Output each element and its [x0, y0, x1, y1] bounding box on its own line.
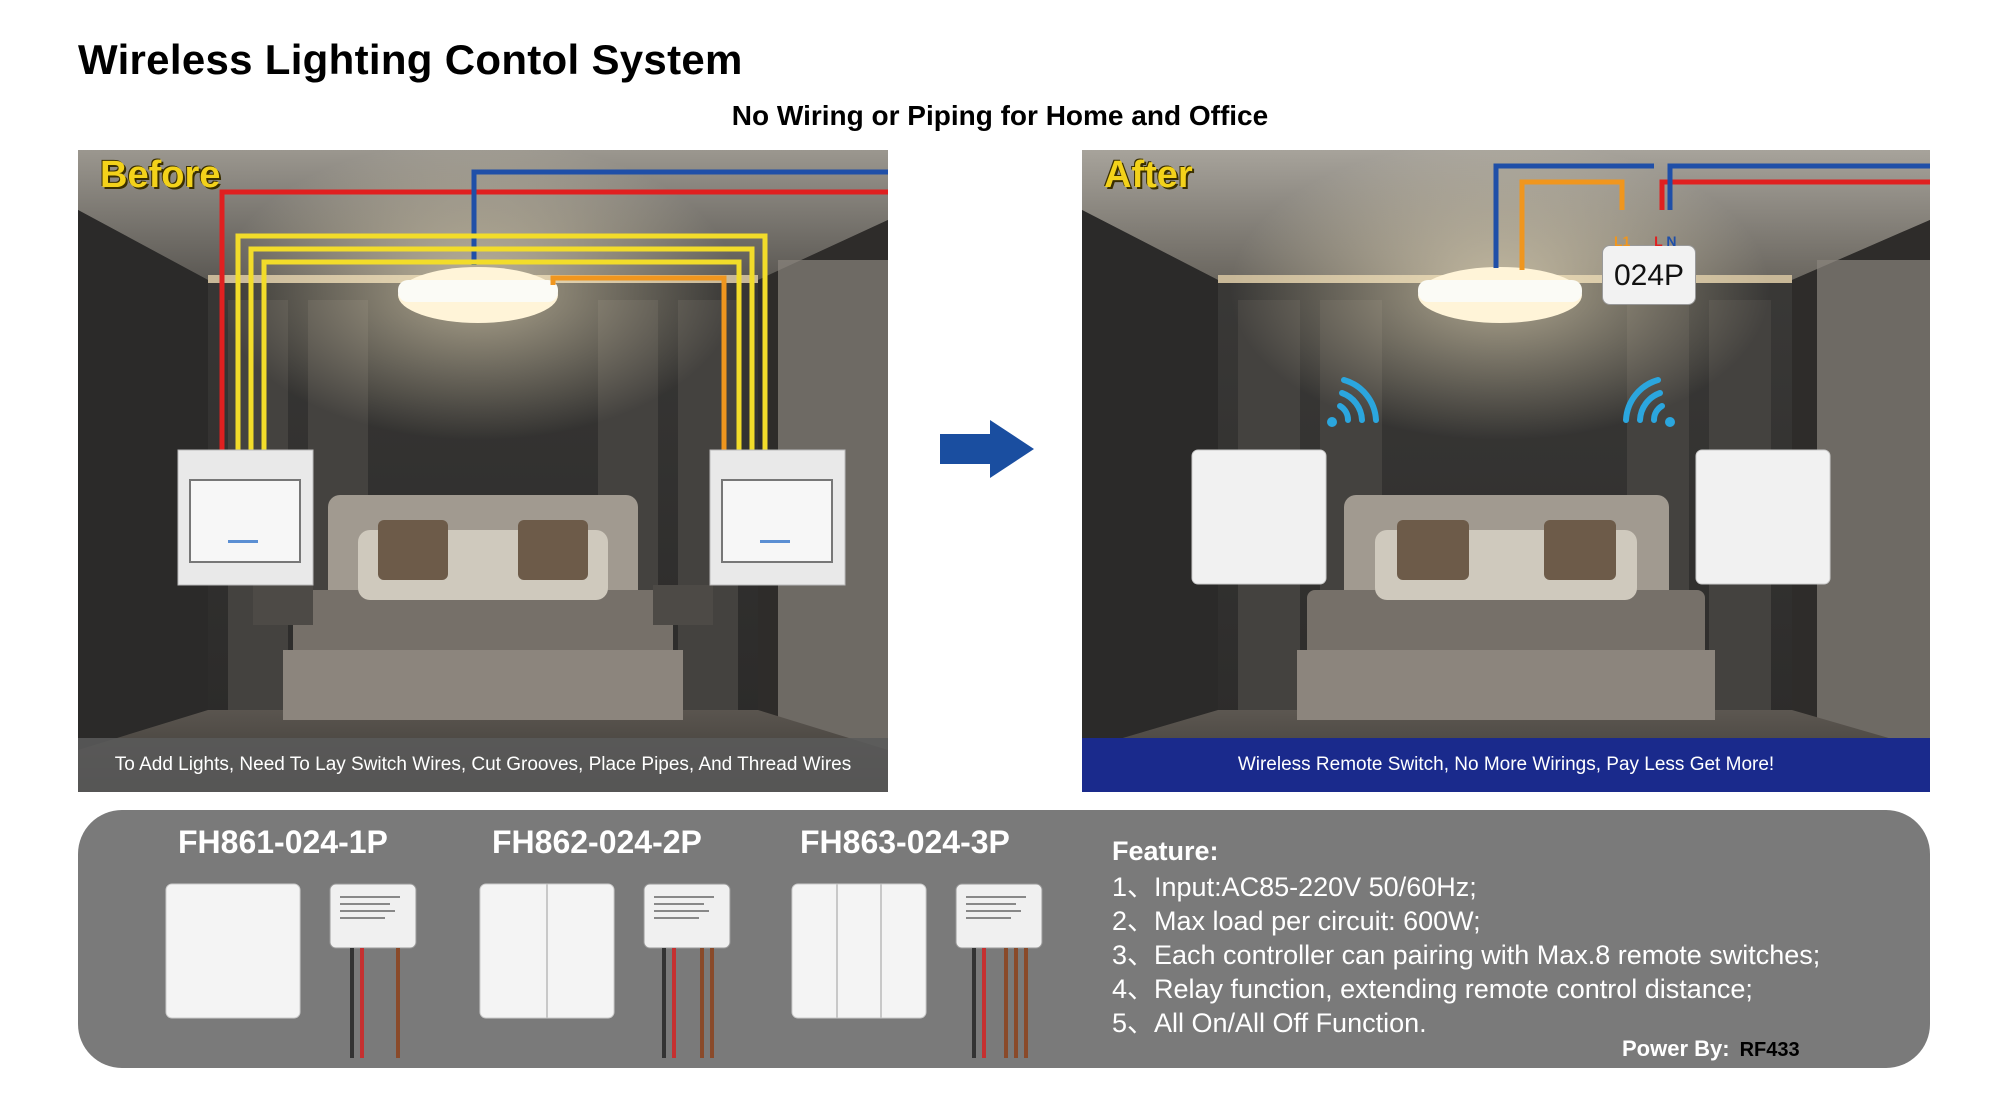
before-panel: Before To Add Lights, Need To Lay Switch… [78, 150, 888, 792]
blue-wire [1493, 163, 1654, 268]
feature-item: 1、Input:AC85-220V 50/60Hz; [1112, 872, 1477, 902]
before-caption: To Add Lights, Need To Lay Switch Wires,… [78, 738, 888, 792]
controller-module-label: 024P [1602, 245, 1696, 305]
yellow-wire [235, 233, 768, 450]
feature-item: 3、Each controller can pairing with Max.8… [1112, 940, 1821, 970]
model-name-1p: FH861-024-1P [178, 824, 388, 860]
yellow-wire [261, 259, 742, 450]
terminal-l1: L1 [1614, 233, 1631, 249]
power-by: Power By: RF433 [1622, 1036, 1800, 1062]
feature-item: 2、Max load per circuit: 600W; [1112, 906, 1481, 936]
yellow-wire [248, 246, 755, 450]
orange-wire [1519, 179, 1625, 270]
power-by-label: Power By: [1622, 1036, 1730, 1061]
wall-switch-left [177, 449, 314, 586]
before-room-image [78, 150, 888, 792]
feature-item: 4、Relay function, extending remote contr… [1112, 974, 1753, 1004]
terminal-l: L [1654, 233, 1663, 249]
blue-wire [1667, 163, 1930, 210]
product-2p-image [479, 883, 731, 1058]
features-title: Feature: [1112, 836, 1219, 866]
terminal-n: N [1666, 233, 1677, 249]
page-subtitle: No Wiring or Piping for Home and Office [731, 100, 1269, 131]
controller-terminals: L1 L N [1614, 233, 1676, 249]
red-wire [219, 189, 888, 450]
model-name-3p: FH863-024-3P [800, 824, 1010, 860]
page-title: Wireless Lighting Contol System [78, 36, 743, 83]
wall-switch-right [709, 449, 846, 586]
after-label: After [1104, 154, 1193, 196]
wifi-icon [1327, 377, 1379, 427]
power-by-value: RF433 [1739, 1039, 1800, 1061]
before-label: Before [100, 154, 221, 196]
feature-item: 5、All On/All Off Function. [1112, 1008, 1427, 1038]
product-3p-image [791, 883, 1043, 1058]
product-1p-image [165, 883, 417, 1058]
red-wire [1659, 179, 1930, 210]
after-panel: After Wireless Remote Switch, No More Wi… [1082, 150, 1930, 792]
arrow-right-icon [940, 420, 1034, 478]
after-caption: Wireless Remote Switch, No More Wirings,… [1082, 738, 1930, 792]
wireless-switch-left [1191, 449, 1327, 585]
wifi-icon [1623, 377, 1675, 427]
orange-wire [550, 275, 727, 450]
model-name-2p: FH862-024-2P [492, 824, 702, 860]
after-room-image [1082, 150, 1930, 792]
features-list: 1、Input:AC85-220V 50/60Hz; 2、Max load pe… [1112, 870, 1820, 1040]
wireless-switch-right [1695, 449, 1831, 585]
